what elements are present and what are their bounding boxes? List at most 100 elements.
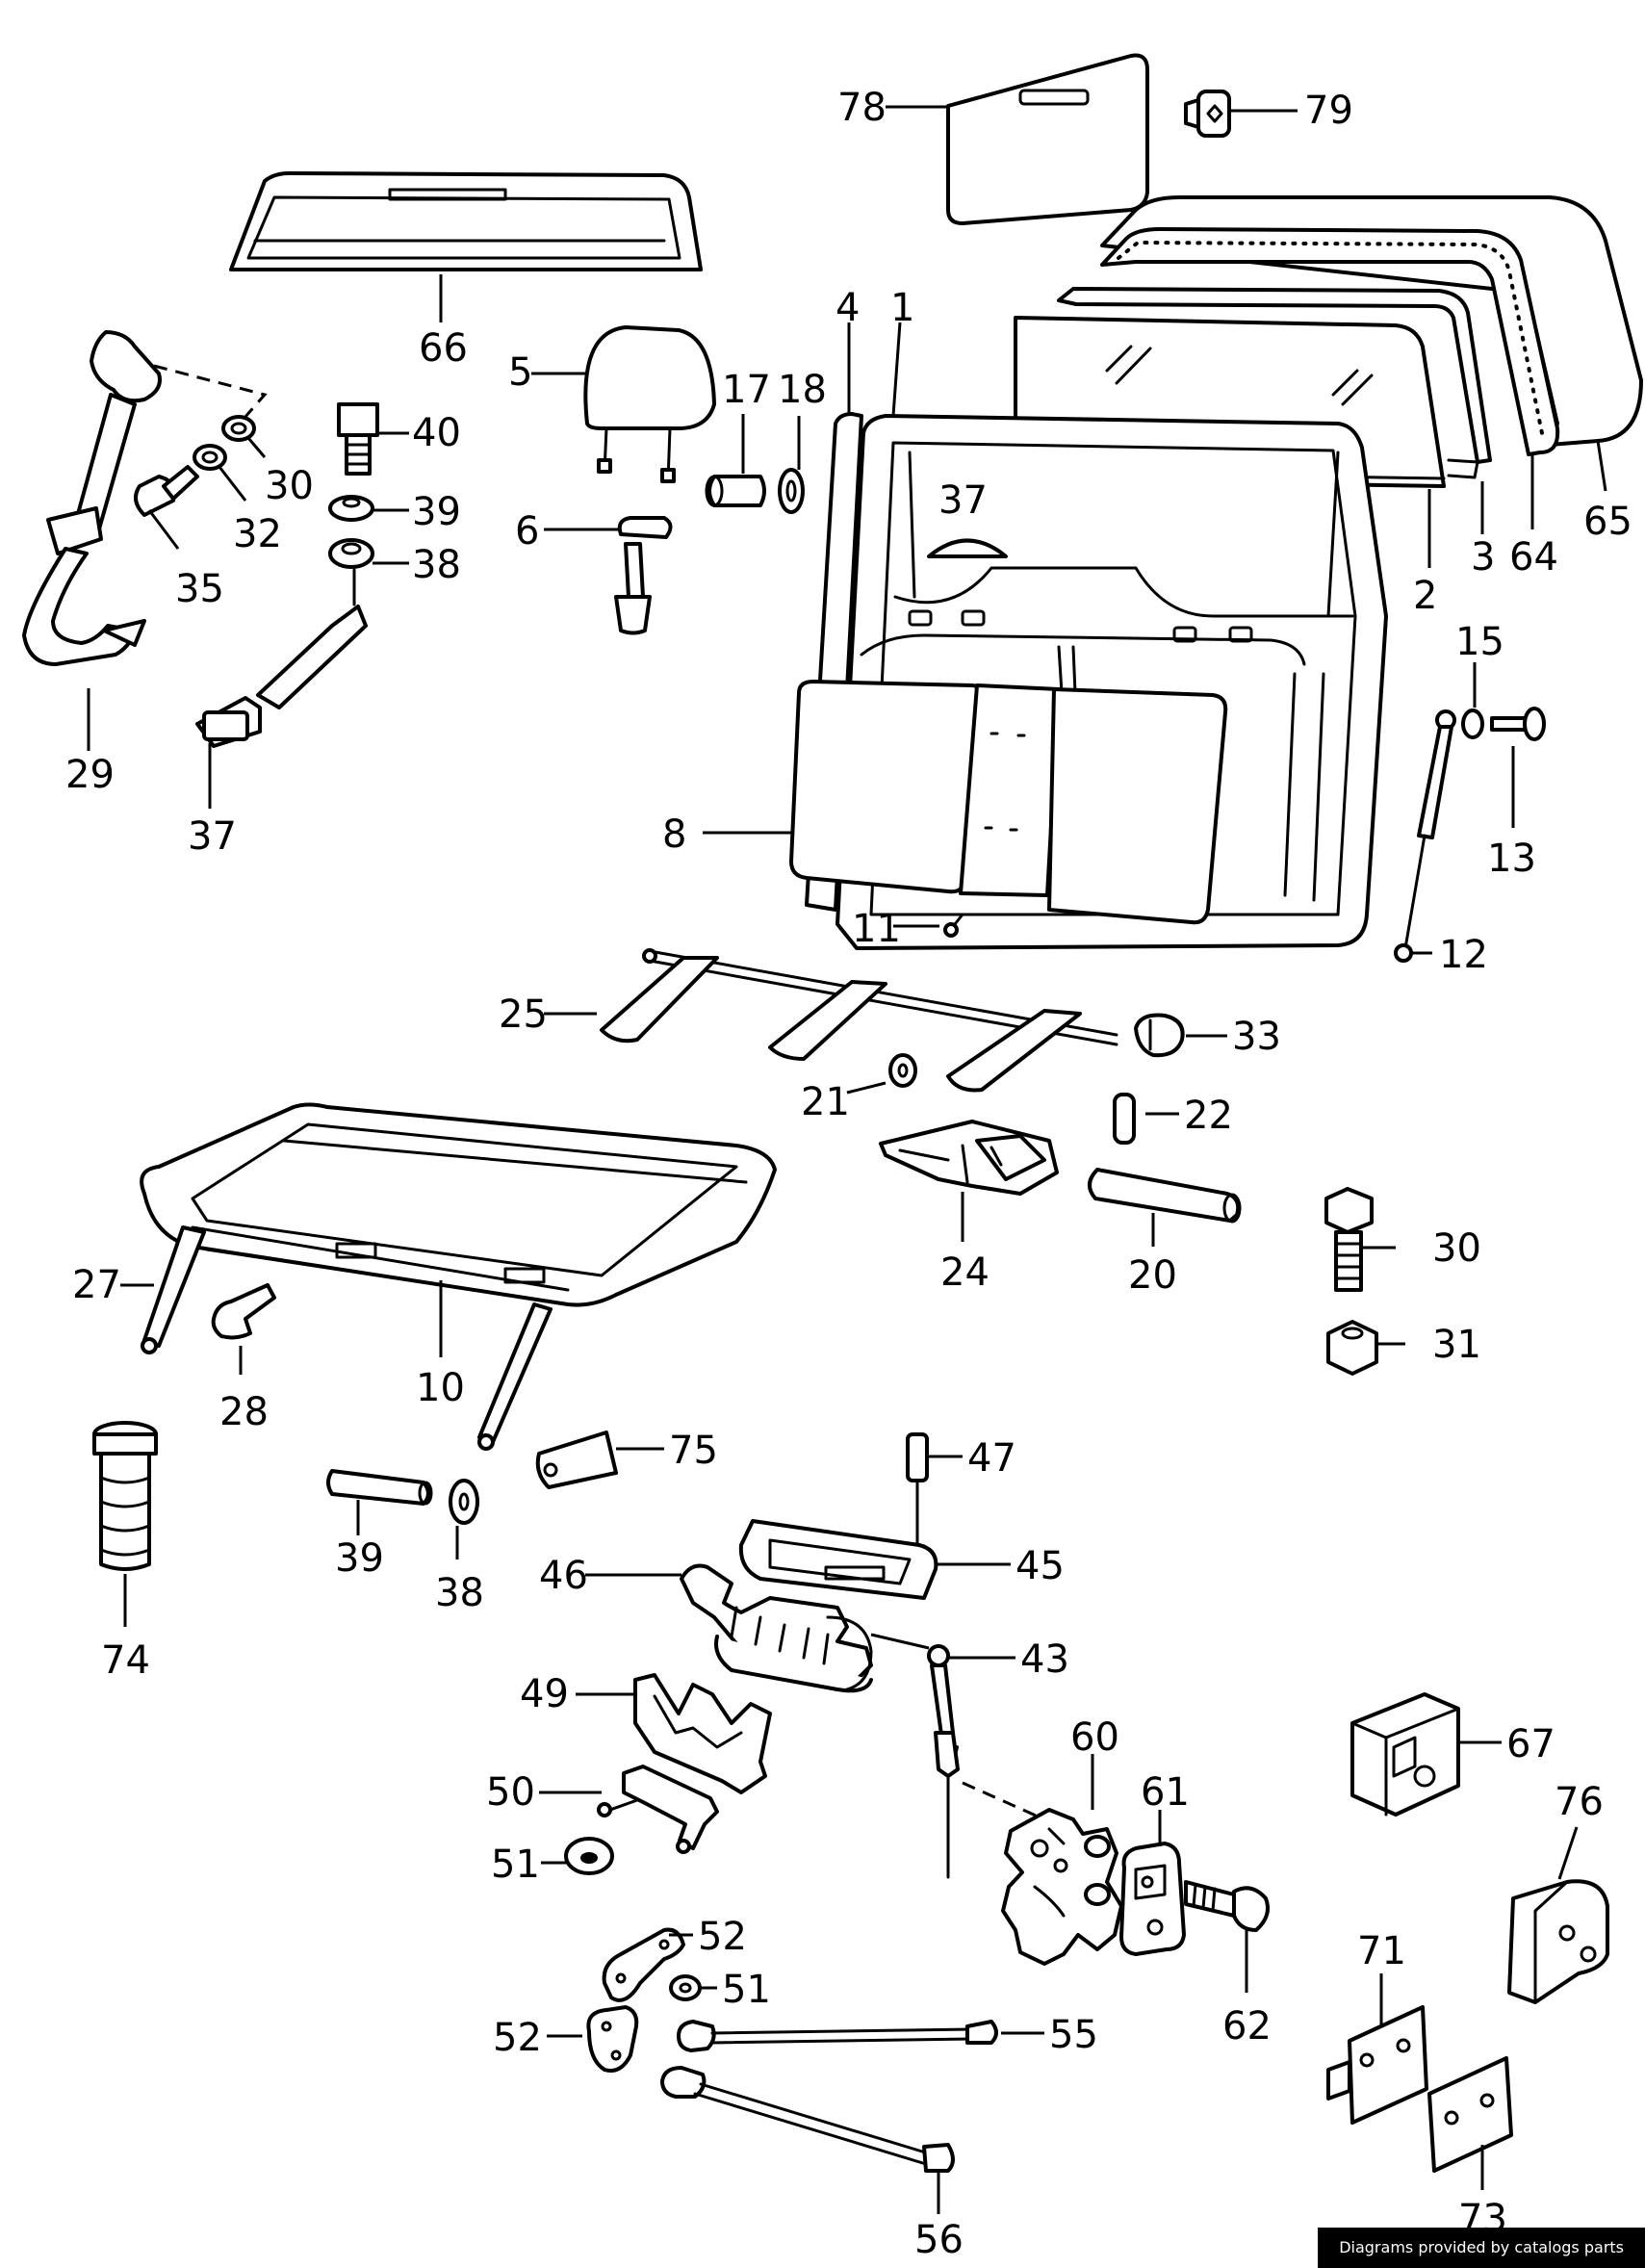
callout-66: 66 bbox=[419, 326, 468, 371]
part-11-pin bbox=[943, 913, 964, 938]
diagram-credit-badge: Diagrams provided by catalogs parts bbox=[1318, 2228, 1645, 2268]
callout-38-spacer: 38 bbox=[412, 543, 461, 587]
callout-31: 31 bbox=[1432, 1323, 1481, 1367]
part-79-screw bbox=[1184, 90, 1231, 138]
part-51-washer bbox=[669, 1974, 702, 2001]
part-39-spacer bbox=[328, 495, 374, 522]
part-6-guide bbox=[614, 516, 673, 635]
part-71-plate bbox=[1326, 2005, 1428, 2125]
part-55-rod bbox=[677, 2020, 998, 2052]
part-62-bolt bbox=[1184, 1880, 1270, 1932]
callout-51-nut: 51 bbox=[491, 1843, 540, 1887]
part-22-pin bbox=[1113, 1093, 1136, 1145]
callout-52-a: 52 bbox=[698, 1915, 747, 1959]
callout-24: 24 bbox=[940, 1250, 990, 1295]
callout-6: 6 bbox=[515, 509, 539, 554]
callout-21: 21 bbox=[801, 1080, 850, 1124]
callout-76: 76 bbox=[1555, 1780, 1604, 1824]
part-30-flange-bolt bbox=[1324, 1187, 1374, 1292]
part-3-frame-strip bbox=[1057, 287, 1492, 479]
part-30-washer-small bbox=[221, 415, 256, 442]
part-27-leg bbox=[141, 1225, 206, 1354]
callout-40: 40 bbox=[412, 411, 461, 455]
callout-30-washer: 30 bbox=[265, 464, 314, 508]
part-46-lock-mechanism bbox=[680, 1563, 873, 1693]
part-38-washer bbox=[449, 1479, 479, 1525]
part-12-gas-strut bbox=[1394, 709, 1456, 963]
part-51-nut bbox=[564, 1837, 614, 1875]
callout-12: 12 bbox=[1439, 933, 1488, 977]
part-28-clip bbox=[211, 1283, 276, 1340]
part-37-buckle bbox=[195, 568, 368, 748]
callout-30-bolt: 30 bbox=[1432, 1226, 1481, 1271]
callout-20: 20 bbox=[1128, 1253, 1177, 1298]
callout-22: 22 bbox=[1184, 1094, 1233, 1138]
part-10-leg-right bbox=[477, 1302, 553, 1451]
part-78-cover bbox=[946, 53, 1149, 225]
part-67-bracket bbox=[1350, 1692, 1460, 1817]
part-49-plate bbox=[633, 1673, 772, 1794]
part-21-washer bbox=[888, 1053, 917, 1088]
part-25-support-frame bbox=[600, 948, 1118, 1093]
callout-79: 79 bbox=[1304, 89, 1353, 133]
part-61-striker-plate bbox=[1119, 1842, 1186, 1956]
callout-62: 62 bbox=[1222, 2004, 1272, 2049]
part-52-link-b bbox=[586, 2005, 639, 2073]
callout-13: 13 bbox=[1487, 837, 1536, 881]
callout-3: 3 bbox=[1471, 535, 1495, 580]
part-43-end bbox=[934, 1731, 960, 1778]
callout-43: 43 bbox=[1020, 1637, 1069, 1682]
part-50-bracket bbox=[597, 1765, 719, 1854]
part-29-seat-belt bbox=[22, 330, 162, 666]
callout-67: 67 bbox=[1506, 1722, 1555, 1766]
callout-1: 1 bbox=[890, 286, 914, 330]
part-66-top-cover bbox=[229, 171, 703, 271]
part-32-washer bbox=[193, 444, 227, 471]
part-5-headrest bbox=[583, 325, 716, 483]
callout-32: 32 bbox=[233, 512, 282, 556]
part-33-cap-nut bbox=[1134, 1013, 1185, 1058]
callout-51-washer: 51 bbox=[722, 1968, 771, 2012]
callout-17: 17 bbox=[722, 368, 771, 412]
callout-8: 8 bbox=[662, 812, 686, 857]
callout-28: 28 bbox=[219, 1390, 269, 1434]
callout-18: 18 bbox=[778, 368, 827, 412]
callout-65: 65 bbox=[1583, 500, 1632, 544]
part-38-spacer bbox=[328, 538, 374, 569]
part-60-latch bbox=[1001, 1808, 1123, 1966]
callout-39-spacer: 39 bbox=[412, 490, 461, 534]
part-74-bushing bbox=[92, 1421, 158, 1571]
part-17-sleeve bbox=[705, 475, 766, 507]
callout-64: 64 bbox=[1509, 535, 1558, 580]
callout-37-handle: 37 bbox=[938, 478, 988, 523]
callout-61: 61 bbox=[1141, 1770, 1190, 1815]
callout-55: 55 bbox=[1049, 2013, 1098, 2057]
part-18-ring bbox=[778, 468, 805, 514]
callout-78: 78 bbox=[837, 86, 887, 130]
callout-15: 15 bbox=[1455, 620, 1504, 664]
callout-29: 29 bbox=[65, 753, 115, 797]
callout-60: 60 bbox=[1070, 1715, 1119, 1760]
part-39-pin bbox=[326, 1469, 433, 1506]
callout-33: 33 bbox=[1232, 1015, 1281, 1059]
callout-27: 27 bbox=[72, 1263, 121, 1307]
callout-11: 11 bbox=[852, 907, 901, 951]
callout-46: 46 bbox=[539, 1554, 588, 1598]
callout-10: 10 bbox=[416, 1366, 465, 1410]
callout-5: 5 bbox=[508, 350, 532, 395]
callout-38-washer: 38 bbox=[435, 1571, 484, 1615]
part-24-hinge bbox=[879, 1120, 1059, 1196]
part-15-washer bbox=[1461, 709, 1484, 739]
part-40-bolt bbox=[337, 402, 379, 476]
part-47-pin bbox=[906, 1432, 929, 1482]
part-31-nut bbox=[1326, 1320, 1378, 1376]
callout-37-buckle: 37 bbox=[188, 814, 237, 859]
callout-2: 2 bbox=[1413, 574, 1437, 618]
part-76-wedge bbox=[1507, 1879, 1609, 2004]
part-10-seat-tray bbox=[140, 1102, 777, 1307]
part-20-pin bbox=[1088, 1168, 1242, 1224]
callout-74: 74 bbox=[101, 1638, 150, 1683]
callout-49: 49 bbox=[520, 1672, 569, 1716]
callout-47: 47 bbox=[967, 1436, 1016, 1481]
